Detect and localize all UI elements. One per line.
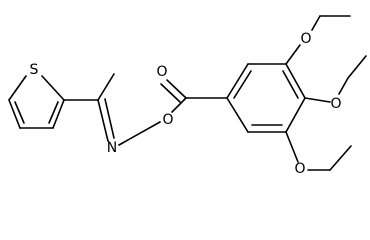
bond-c5-s1 — [8, 75, 27, 101]
bond-cimine-n-double — [104, 98, 115, 139]
bond-c2-c3 — [52, 99, 65, 129]
bond-b3-b4 — [285, 63, 306, 99]
bond-cimine-methyl — [97, 73, 115, 101]
bond-b6-b1 — [226, 97, 249, 133]
bond-c4-c5-inner — [14, 101, 25, 124]
bond-ccarbonyl-o — [166, 79, 187, 99]
bond-o1-ch2 — [311, 15, 321, 31]
bond-ccarbonyl-o-double — [160, 83, 181, 103]
atom-oxygen-ester-link: O — [162, 112, 173, 128]
bond-b1-b2-inner — [233, 70, 252, 99]
bond-cimine-n — [97, 99, 109, 142]
atom-oxygen-ethoxy-1: O — [300, 31, 311, 47]
bond-n-o — [118, 121, 161, 146]
bond-c4-c5 — [8, 99, 21, 129]
bond-o-ccarbonyl — [171, 97, 187, 113]
atom-sulfur: S — [30, 62, 39, 78]
atom-oxygen-carbonyl: O — [156, 64, 167, 80]
atom-oxygen-ethoxy-2: O — [330, 96, 341, 112]
oxime-linker — [63, 73, 228, 146]
bond-s1-c2 — [41, 75, 65, 101]
bond-b4-b5 — [285, 97, 306, 133]
atom-oxygen-ethoxy-3: O — [294, 161, 305, 177]
thiophene-ring — [8, 75, 65, 129]
atom-nitrogen: N — [107, 140, 117, 156]
bond-b3-b4-inner — [282, 70, 299, 99]
bond-ch2-ch3-2 — [347, 55, 367, 79]
structure-canvas: S N O O O O O — [8, 15, 367, 178]
bond-b4-o2 — [304, 97, 331, 103]
bond-b5-o3 — [285, 131, 299, 163]
benzene-ring — [226, 63, 306, 133]
bond-c2-c3-inner — [48, 101, 59, 124]
molecule-structure-diagram: S N O O O O O — [8, 15, 367, 178]
bond-b1-b2 — [226, 63, 249, 99]
bond-o2-ch2 — [338, 77, 349, 95]
bond-b3-o1 — [285, 44, 301, 65]
ethoxy-groups — [285, 15, 367, 171]
bond-ch2-ch3-3 — [329, 145, 352, 171]
